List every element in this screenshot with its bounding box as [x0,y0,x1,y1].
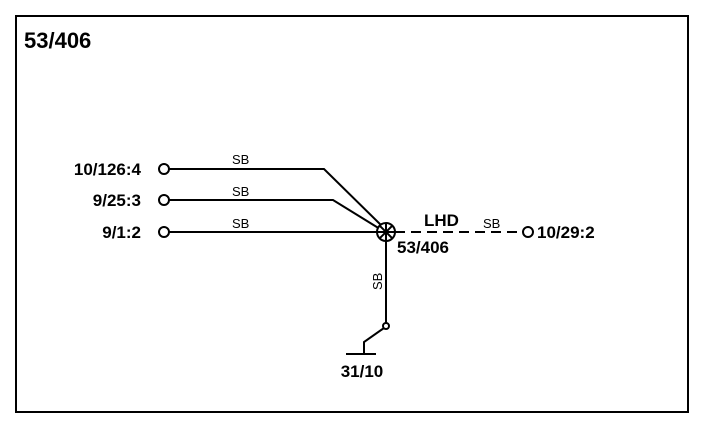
splice-label: 53/406 [397,238,449,257]
terminal-2-connector[interactable] [158,194,170,206]
wire-2-color-label: SB [232,184,249,199]
terminal-right-connector[interactable] [522,226,534,238]
wire-right-color-label: SB [483,216,500,231]
terminal-1-label: 10/126:4 [74,160,142,179]
ground-lead [363,327,385,354]
wire-2[interactable] [169,199,381,230]
terminal-right[interactable]: 10/29:2 [522,223,595,242]
terminal-right-label: 10/29:2 [537,223,595,242]
terminal-3[interactable]: 9/1:2 [102,223,170,242]
splice-53-406[interactable] [376,222,396,242]
diagram-title: 53/406 [24,28,91,53]
terminal-1[interactable]: 10/126:4 [74,160,170,179]
terminal-2-label: 9/25:3 [93,191,141,210]
ground-label: 31/10 [341,362,384,381]
diagram-frame [15,15,689,413]
wire-3-color-label: SB [232,216,249,231]
terminal-3-connector[interactable] [158,226,170,238]
terminal-3-label: 9/1:2 [102,223,141,242]
wire-down-color-label: SB [370,273,385,290]
terminal-2[interactable]: 9/25:3 [93,191,170,210]
wire-1-color-label: SB [232,152,249,167]
lhd-option-label: LHD [424,211,459,230]
ground-contact-icon [382,322,390,330]
terminal-1-connector[interactable] [158,163,170,175]
wire-1[interactable] [169,168,383,227]
